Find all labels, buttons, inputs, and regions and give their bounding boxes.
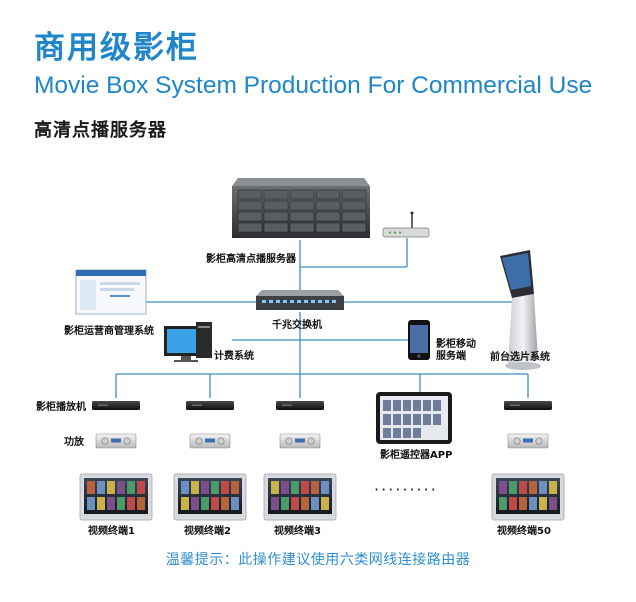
vod-server-icon [232,178,370,238]
label-mobile-service: 影柜移动 服务端 [436,339,476,362]
amplifiers [95,433,549,449]
media-player-icon [276,401,324,410]
video-terminal-icon [263,473,337,521]
label-terminal-50: 视频终端50 [497,526,551,537]
wireless-router-icon [382,211,430,238]
media-players [92,401,552,410]
page-title: 商用级影柜 [34,30,199,66]
remote-tablet-icon [376,392,452,444]
video-terminals [79,473,565,521]
video-terminal-icon [79,473,153,521]
amplifier-icon [279,433,321,449]
gigabit-switch-icon [256,290,344,310]
footer-tip: 温馨提示：此操作建议使用六类网线连接路由器 [165,552,471,568]
billing-desktop-icon [164,322,212,362]
label-billing-system: 计费系统 [214,351,254,362]
connection-lines [115,238,529,398]
media-player-icon [186,401,234,410]
video-terminal-icon [173,473,247,521]
label-gigabit-switch: 千兆交换机 [272,320,322,331]
media-player-icon [92,401,140,410]
page-subtitle: 高清点播服务器 [34,120,167,141]
label-terminal-1: 视频终端1 [88,526,135,537]
amplifier-icon [95,433,137,449]
label-vod-server: 影柜高清点播服务器 [206,254,296,265]
label-media-player: 影柜播放机 [36,402,86,413]
label-kiosk-system: 前台选片系统 [490,352,550,363]
media-player-icon [504,401,552,410]
amplifier-icon [507,433,549,449]
management-window-icon [75,269,147,315]
label-remote-app: 影柜遥控器APP [380,450,453,461]
video-terminal-icon [491,473,565,521]
label-amplifier: 功放 [64,437,84,448]
page-title-english: Movie Box System Production For Commerci… [34,72,593,99]
label-terminal-2: 视频终端2 [184,526,231,537]
kiosk-icon [500,250,541,370]
label-terminal-3: 视频终端3 [274,526,321,537]
label-management-system: 影柜运营商管理系统 [64,326,154,337]
ellipsis-more-terminals: ········· [374,480,438,499]
amplifier-icon [189,433,231,449]
mobile-phone-icon [408,320,430,360]
